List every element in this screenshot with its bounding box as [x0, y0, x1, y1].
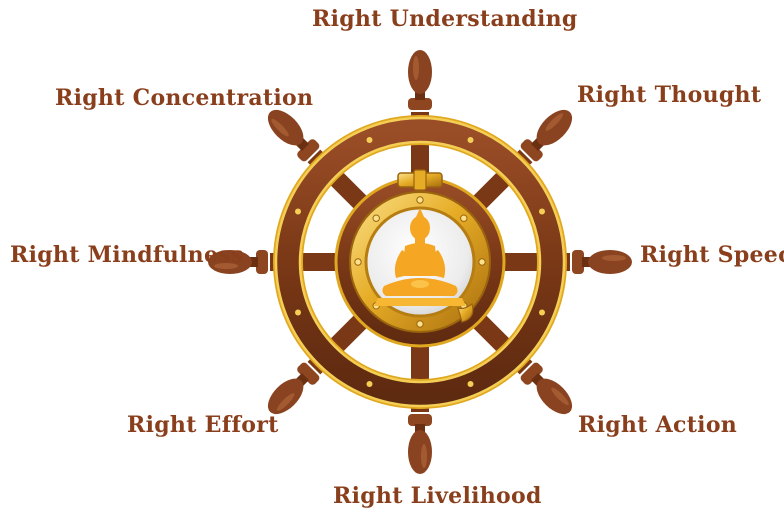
rim-stud [366, 381, 373, 387]
label-right-mindfulness: Right Mindfulness [10, 242, 244, 268]
rim-stud [539, 208, 545, 215]
rim-stud [539, 309, 545, 316]
rim-stud [467, 381, 474, 387]
label-right-thought: Right Thought [577, 82, 762, 108]
label-right-concentration: Right Concentration [55, 85, 314, 111]
rim-stud [295, 309, 301, 316]
hub-bolt [416, 320, 424, 328]
buddha-icon [374, 208, 466, 306]
hub-bolt [416, 196, 424, 204]
hub-bolt [478, 258, 486, 266]
hub-bolt [354, 258, 362, 266]
rim-stud [366, 137, 373, 143]
hub-bolt [460, 214, 468, 222]
label-right-action: Right Action [578, 412, 738, 438]
rim-stud [467, 137, 474, 143]
hub-bolt [372, 214, 380, 222]
rim-studs [295, 137, 545, 387]
label-right-speech: Right Speech [640, 242, 784, 268]
label-right-effort: Right Effort [127, 412, 279, 438]
rim-stud [295, 208, 301, 215]
label-right-understanding: Right Understanding [312, 6, 578, 32]
label-right-livelihood: Right Livelihood [333, 483, 542, 509]
